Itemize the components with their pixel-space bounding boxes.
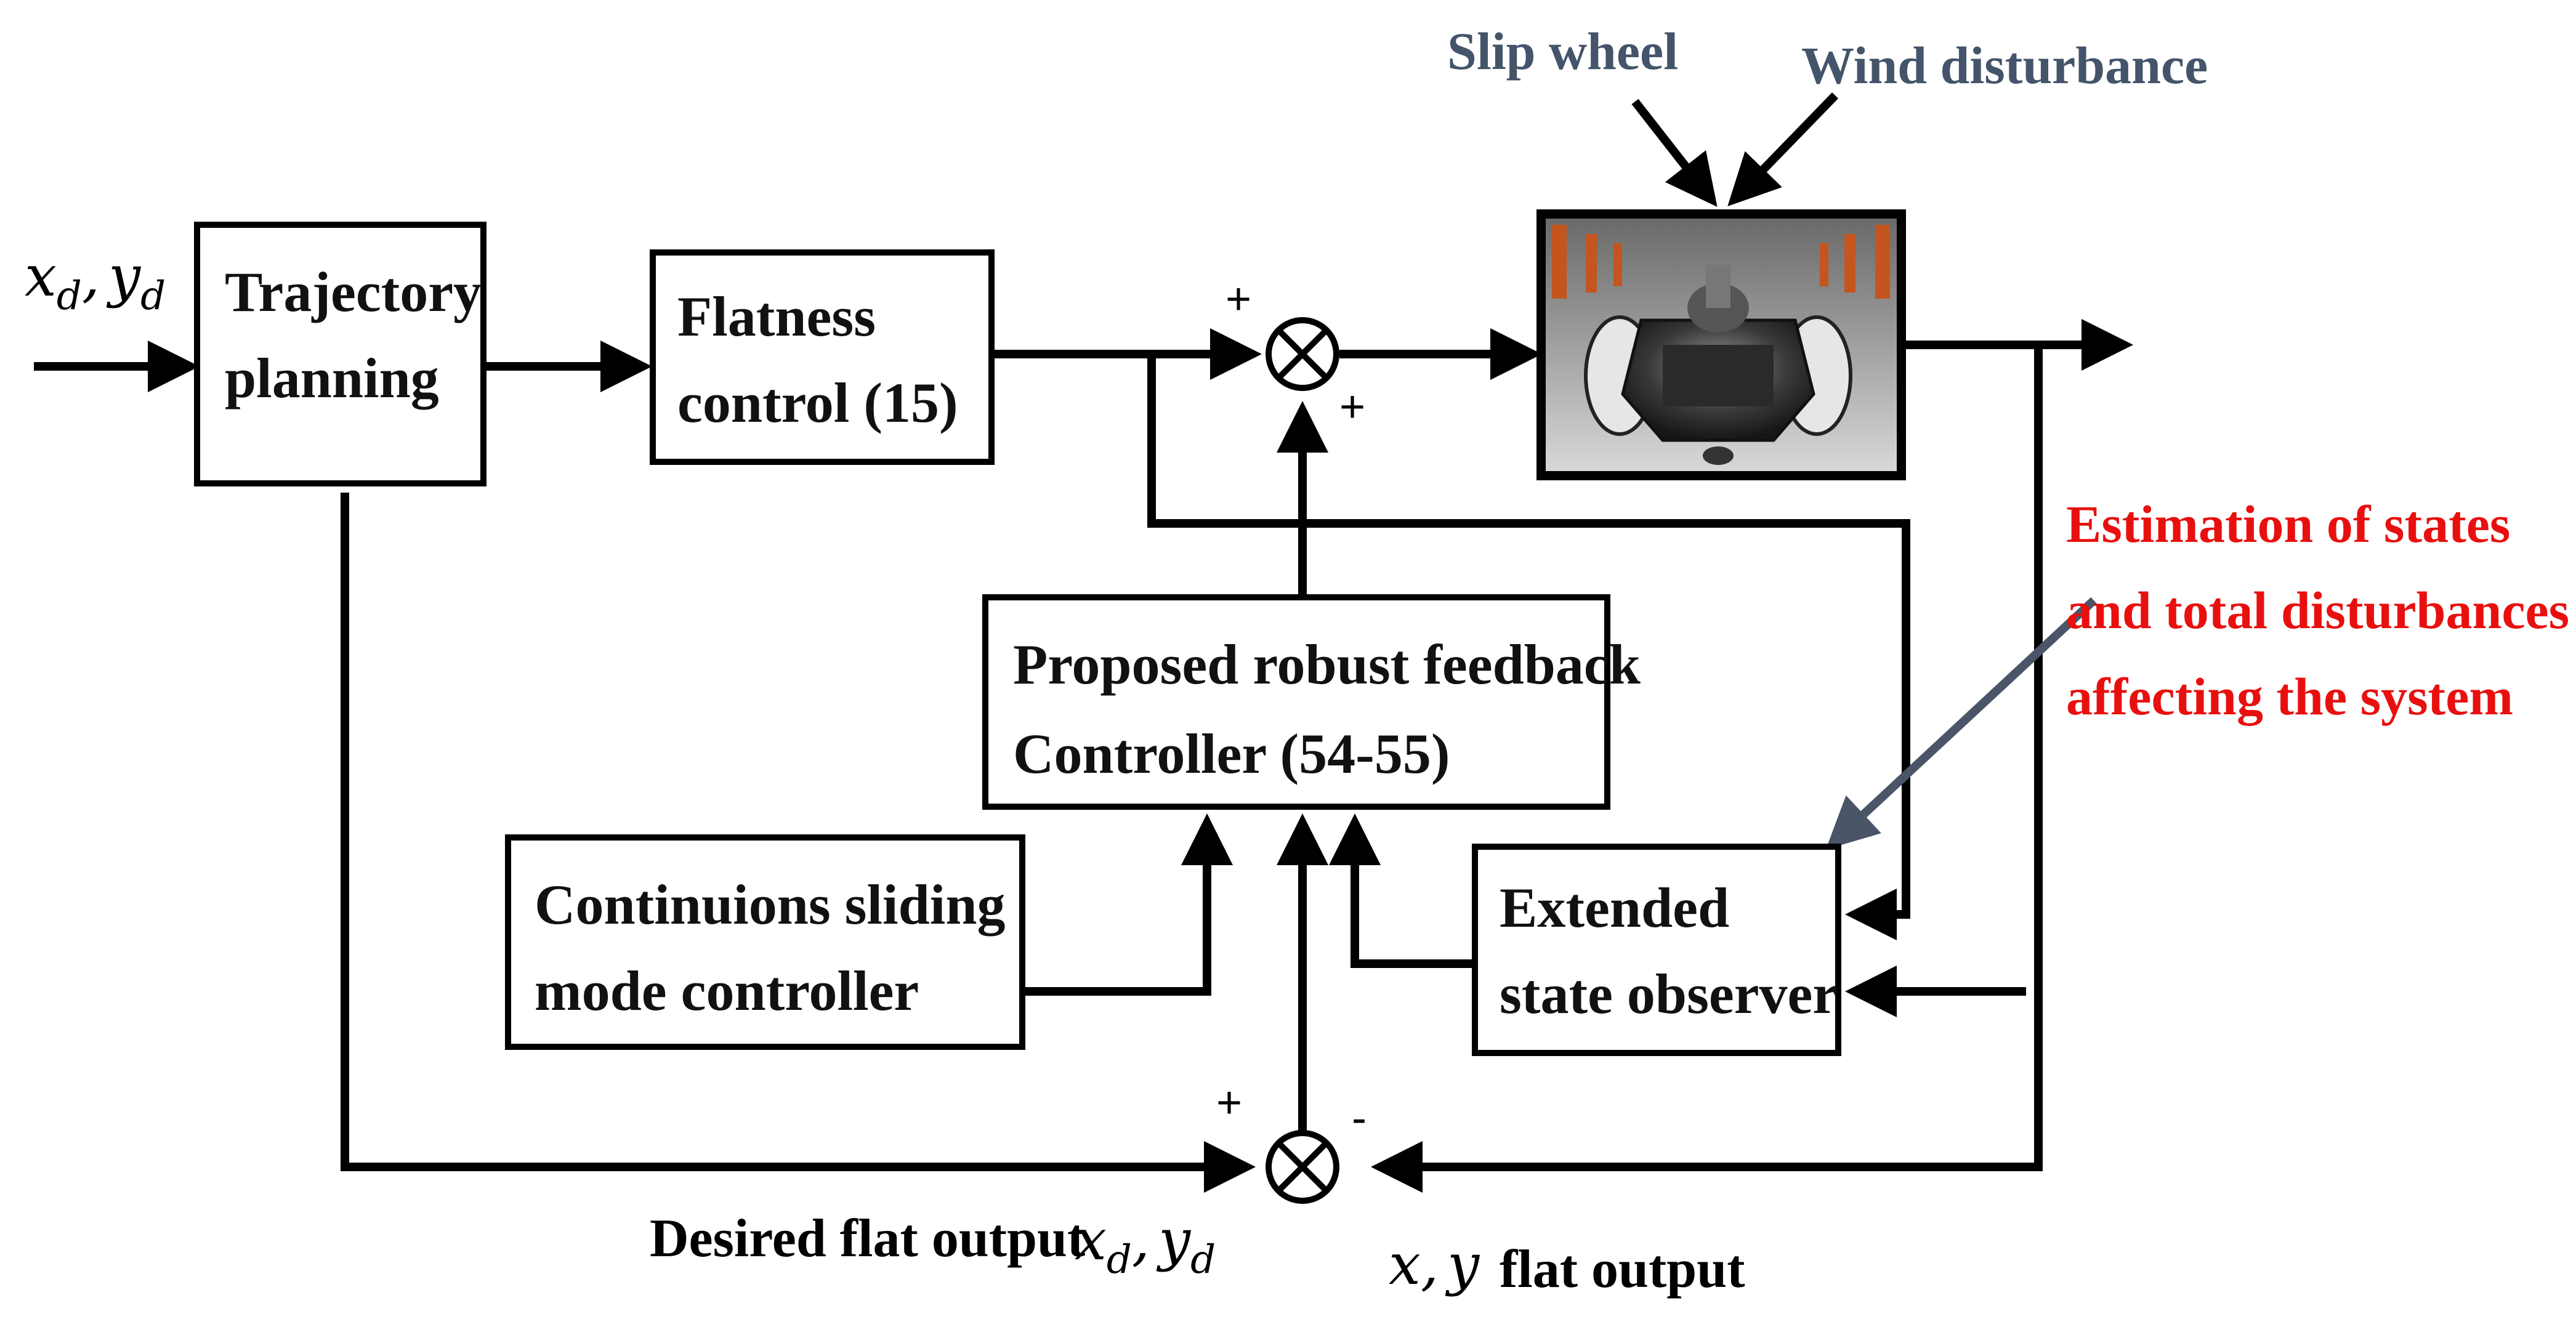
desired-y: y	[1156, 1207, 1191, 1273]
input-x: x	[25, 243, 57, 309]
flatness-label-line2: control (15)	[677, 371, 958, 434]
robot-vehicle-plant	[1536, 209, 1906, 480]
slip-wheel-label: Slip wheel	[1447, 22, 1678, 81]
sliding-label-line2: mode controller	[535, 959, 919, 1022]
input-y-sub: d	[140, 273, 166, 319]
svg-text:xd,yd: xd,yd	[1075, 1207, 1216, 1283]
desired-y-sub: d	[1190, 1237, 1216, 1283]
robust-controller-block: Proposed robust feedback Controller (54-…	[982, 594, 1641, 810]
flatness-label-line1: Flatness	[677, 285, 876, 348]
bottom-summing-junction	[1266, 1130, 1339, 1204]
trajectory-label-line1: Trajectory	[225, 260, 482, 323]
svg-text:x,y: x,y	[1389, 1232, 1480, 1297]
input-y: y	[106, 243, 141, 309]
annotation-line1: Estimation of states	[2066, 494, 2510, 554]
top-summing-junction	[1266, 317, 1339, 391]
observer-label-line1: Extended	[1500, 876, 1729, 939]
svg-text:xd,yd: xd,yd	[25, 243, 166, 319]
bottom-plus-sign: +	[1216, 1078, 1242, 1127]
estimation-annotation: Estimation of states and total disturban…	[2066, 494, 2569, 726]
output-y: y	[1445, 1232, 1480, 1297]
sliding-label-line1: Continuions sliding	[535, 873, 1005, 936]
flat-output-caption: x,y flat output	[1389, 1232, 1745, 1299]
top-plus-left-sign: +	[1225, 275, 1251, 324]
flatness-control-block: Flatness control (15)	[650, 249, 995, 465]
input-comma: ,	[82, 243, 100, 309]
annotation-line2: and total disturbances	[2066, 581, 2569, 640]
output-comma: ,	[1421, 1232, 1439, 1297]
output-x: x	[1389, 1232, 1421, 1297]
input-x-sub: d	[57, 273, 82, 319]
annotation-line3: affecting the system	[2066, 667, 2513, 726]
wind-disturbance-label: Wind disturbance	[1801, 36, 2208, 95]
annotation-arrow	[1825, 597, 2097, 850]
input-signal-label: xd,yd	[25, 243, 166, 319]
top-plus-bottom-sign: +	[1339, 382, 1365, 432]
desired-comma: ,	[1132, 1207, 1150, 1273]
trajectory-planning-block: Trajectory planning	[194, 222, 487, 486]
desired-output-caption: Desired flat output xd,yd	[650, 1207, 1216, 1283]
desired-caption-text: Desired flat output	[650, 1209, 1085, 1269]
desired-x-sub: d	[1107, 1237, 1132, 1283]
trajectory-label-line2: planning	[225, 347, 439, 409]
shelving-background	[1552, 225, 1890, 299]
observer-label-line2: state observer	[1500, 962, 1838, 1025]
signal-wires	[34, 92, 2133, 1193]
output-caption-text: flat output	[1500, 1240, 1745, 1299]
robust-label-line1: Proposed robust feedback	[1013, 633, 1641, 696]
state-observer-block: Extended state observer	[1472, 844, 1841, 1056]
robust-label-line2: Controller (54-55)	[1013, 722, 1450, 785]
desired-x: x	[1075, 1207, 1107, 1273]
bottom-minus-sign: -	[1352, 1094, 1367, 1143]
sliding-mode-block: Continuions sliding mode controller	[505, 834, 1025, 1050]
